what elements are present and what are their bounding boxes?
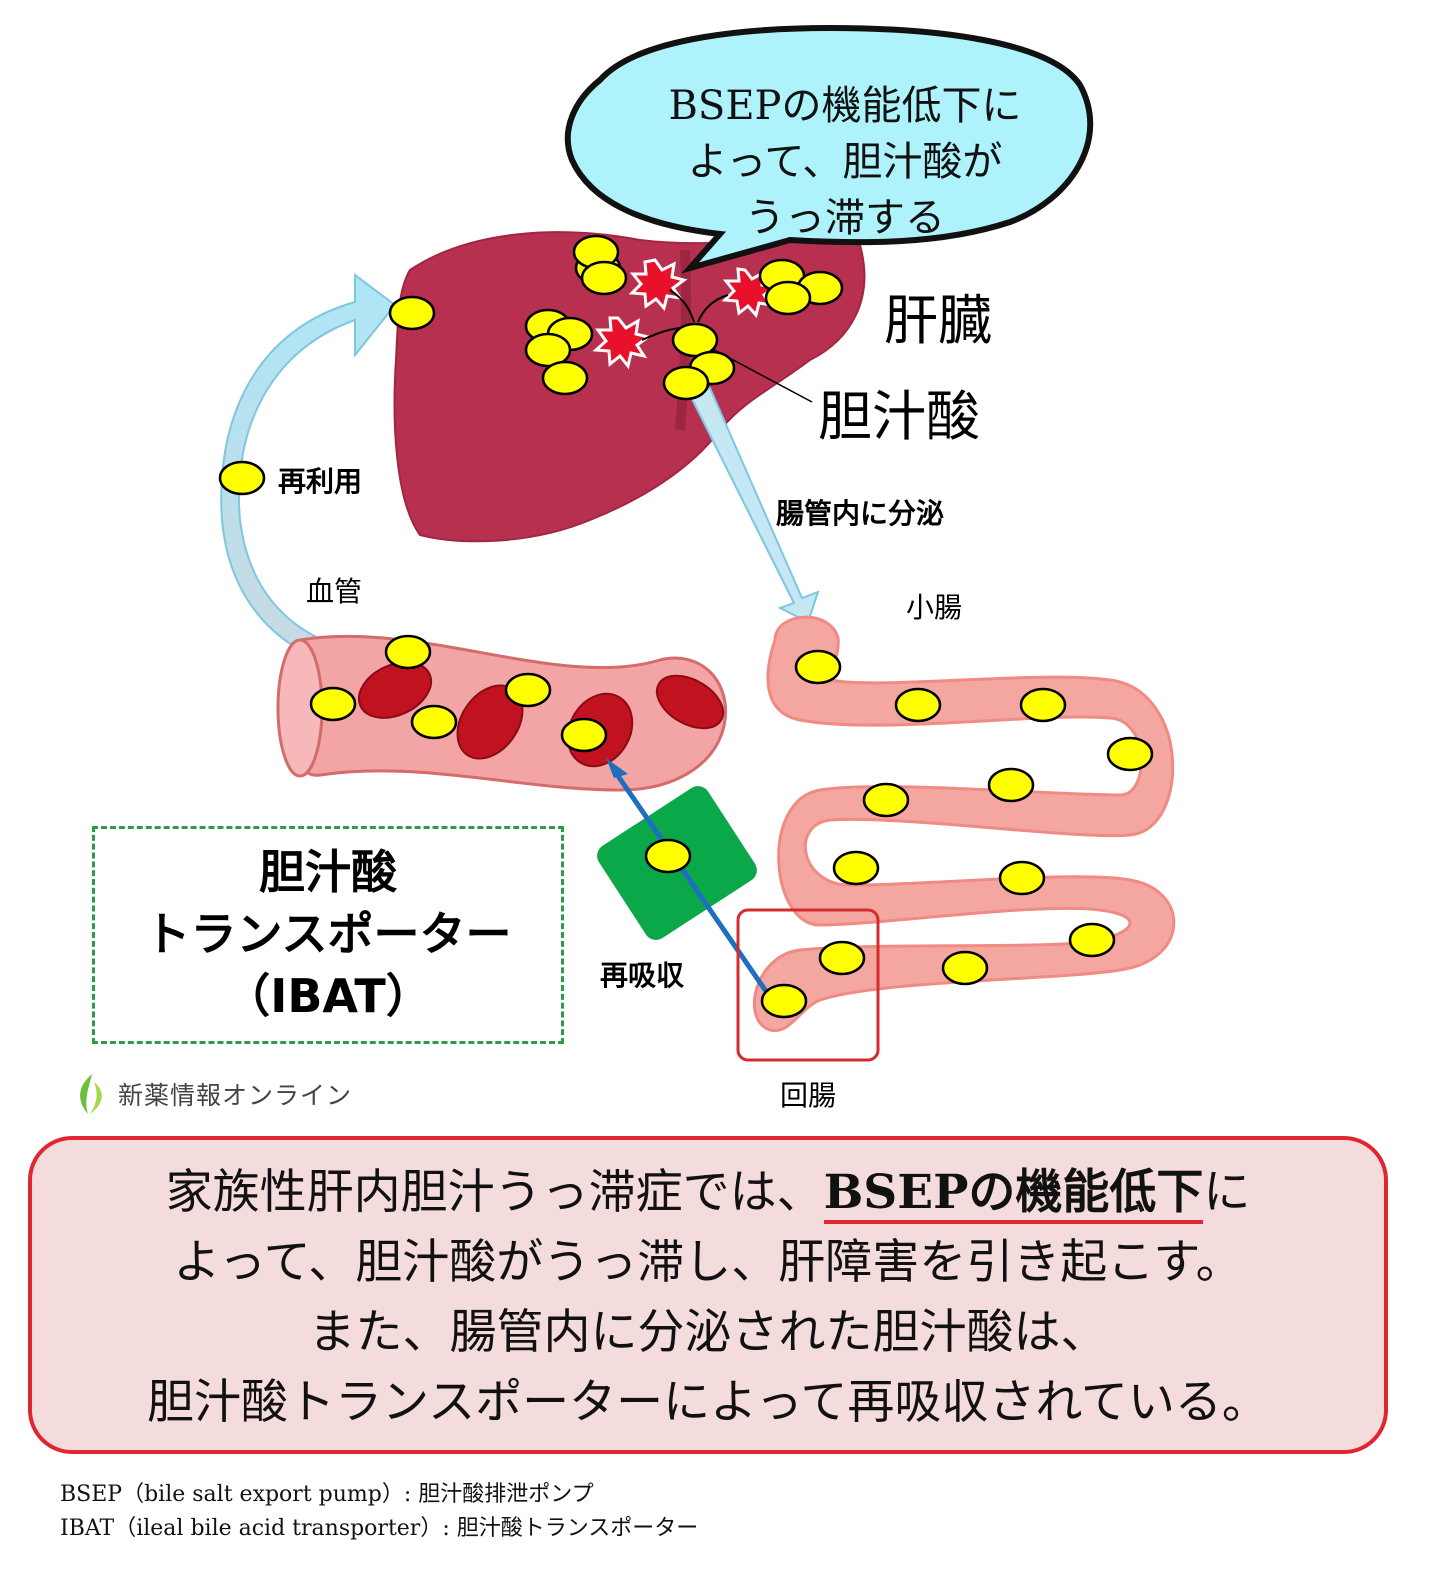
bile-acid-molecule xyxy=(894,687,942,723)
bile-acid-molecule xyxy=(1019,687,1067,723)
reabsorption-label: 再吸収 xyxy=(600,959,685,992)
ibat-line-2: トランスポーター xyxy=(144,907,512,961)
red-blood-cell xyxy=(357,661,433,719)
logo: 新薬情報オンライン xyxy=(74,1072,352,1116)
bile-acid-molecule xyxy=(760,983,808,1019)
bile-acid-molecule xyxy=(309,686,357,722)
ileum-label: 回腸 xyxy=(780,1079,837,1112)
secretion-arrow xyxy=(688,386,820,624)
ibat-label-box: 胆汁酸 トランスポーター （IBAT） xyxy=(92,826,564,1044)
summary-highlight: BSEPの機能低下 xyxy=(823,1165,1204,1224)
ileum-highlight-box xyxy=(736,908,880,1062)
bile-acid-molecule xyxy=(941,950,989,986)
bile-acid-molecule xyxy=(998,860,1046,896)
bile-acid-molecule xyxy=(384,634,432,670)
summary-line-4: 胆汁酸トランスポーターによって再吸収されている。 xyxy=(147,1375,1269,1430)
bubble-line-2: よって、胆汁酸が xyxy=(687,139,1003,185)
summary-line-1-post: に xyxy=(1203,1165,1251,1220)
bile-acid-molecule xyxy=(644,838,692,874)
bile-acid-molecule xyxy=(764,280,812,316)
bile-acid-molecule xyxy=(671,322,719,358)
reuse-label: 再利用 xyxy=(278,465,363,498)
summary-box: 家族性肝内胆汁うっ滞症では、BSEPの機能低下に よって、胆汁酸がうっ滞し、肝障… xyxy=(28,1136,1388,1454)
bile-acid-molecule xyxy=(1106,736,1154,772)
logo-text: 新薬情報オンライン xyxy=(118,1081,353,1110)
footnotes: BSEP（bile salt export pump）: 胆汁酸排泄ポンプ IB… xyxy=(60,1478,698,1546)
summary-line-1: 家族性肝内胆汁うっ滞症では、BSEPの機能低下に xyxy=(32,1158,1384,1228)
liver-label: 肝臓 xyxy=(884,289,992,352)
reuse-arrow xyxy=(220,273,402,678)
bile-acid-molecule xyxy=(560,717,608,753)
bile-acid-molecule xyxy=(541,360,589,396)
small-intestine xyxy=(752,615,1176,1033)
bile-acid-label: 胆汁酸 xyxy=(818,385,980,448)
leaf-logo-icon xyxy=(80,1074,102,1114)
small-intestine-label: 小腸 xyxy=(906,591,963,624)
footnote-ibat: IBAT（ileal bile acid transporter）: 胆汁酸トラ… xyxy=(60,1516,699,1541)
bubble-text: BSEPの機能低下に よって、胆汁酸が うっ滞する xyxy=(590,78,1100,246)
bile-acid-molecule xyxy=(410,704,458,740)
bile-acid-molecule xyxy=(987,767,1035,803)
bile-acid-molecule xyxy=(524,332,572,368)
reabsorption-arrowhead xyxy=(606,758,628,778)
starburst-icon xyxy=(592,316,652,370)
bubble-line-3: うっ滞する xyxy=(745,195,945,241)
footnote-bsep: BSEP（bile salt export pump）: 胆汁酸排泄ポンプ xyxy=(60,1482,594,1507)
bile-acid-molecule xyxy=(580,260,628,296)
speech-bubble xyxy=(564,24,1094,274)
liver-shape xyxy=(393,231,866,543)
bile-acid-molecule xyxy=(862,782,910,818)
reabsorption-arrow xyxy=(611,768,775,1002)
bile-acid-molecule xyxy=(818,940,866,976)
secretion-label: 腸管内に分泌 xyxy=(776,497,945,530)
red-blood-cell xyxy=(655,674,725,730)
bile-acid-molecule xyxy=(388,295,436,331)
summary-line-1-pre: 家族性肝内胆汁うっ滞症では、 xyxy=(165,1165,824,1220)
bile-acid-molecule xyxy=(504,672,552,708)
ibat-line-3: （IBAT） xyxy=(224,969,432,1023)
bile-acid-molecules xyxy=(218,234,1154,1019)
starburst-icon xyxy=(628,258,688,312)
bile-acid-molecule xyxy=(218,460,266,496)
ibat-line-1: 胆汁酸 xyxy=(259,845,397,899)
bile-acid-molecule xyxy=(832,850,880,886)
bubble-line-1: BSEPの機能低下に xyxy=(668,83,1022,129)
bile-acid-molecule xyxy=(662,365,710,401)
summary-line-3: また、腸管内に分泌された胆汁酸は、 xyxy=(308,1305,1108,1360)
summary-line-2: よって、胆汁酸がうっ滞し、肝障害を引き起こす。 xyxy=(173,1235,1243,1290)
blood-vessel-label: 血管 xyxy=(306,575,363,608)
bile-acid-molecule xyxy=(1068,922,1116,958)
bile-acid-molecule xyxy=(794,649,842,685)
